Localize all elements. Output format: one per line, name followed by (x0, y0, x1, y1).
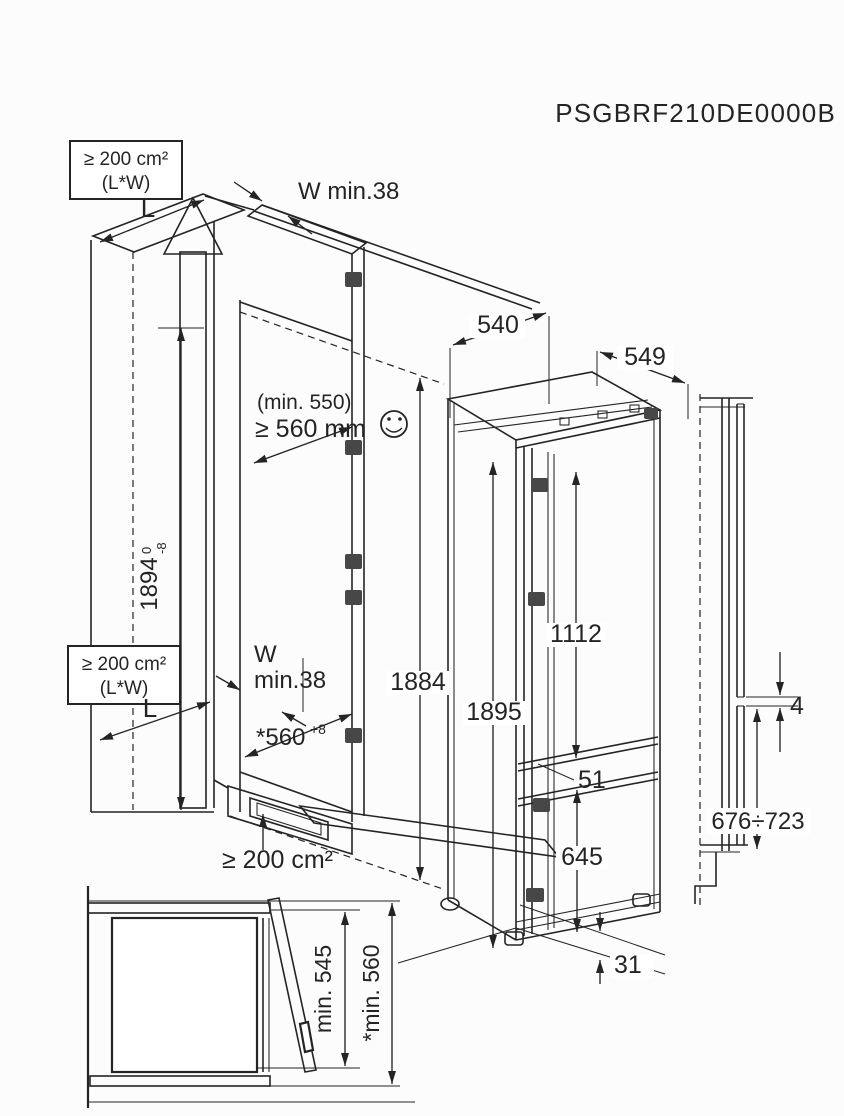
hinge-bracket-icon (345, 728, 362, 743)
dim-door-gap: 51 (537, 763, 606, 794)
vent-area-top-line2: (L*W) (102, 173, 151, 194)
niche-depth-label: ≥ 560 mm (255, 415, 366, 443)
dim-appliance-width: 540 (449, 311, 550, 418)
wall-thickness-mid-label-w: W (254, 641, 277, 668)
vent-area-top-line1: ≥ 200 cm² (84, 149, 168, 170)
dim-plan-depth-560: *min. 560 (358, 903, 396, 1084)
dim-wall-thickness-mid: W min.38 (215, 641, 326, 727)
dim-recess-height: 1884 (387, 378, 449, 880)
wall-profile-drawing (694, 394, 798, 906)
dim-wall-thickness-top: W min.38 (233, 178, 399, 235)
hinge-bracket-icon (345, 554, 362, 569)
panel-gap-label: 4 (790, 692, 804, 720)
appliance-width-label: 540 (477, 311, 519, 339)
vent-area-box-top (69, 140, 183, 200)
open-door-plan (267, 897, 317, 1073)
niche-width-label: *560 (256, 724, 305, 751)
vent-area-box-mid (67, 645, 181, 705)
lower-door-height-label: 645 (561, 843, 603, 871)
lower-panel-range-label: 676÷723 (711, 808, 804, 835)
dim-length-mid: L (99, 693, 211, 741)
ventilation-boxes: ≥ 200 cm² (L*W) ≥ 200 cm² (L*W) (67, 140, 183, 705)
appliance-body-plan (110, 916, 259, 1074)
vent-area-bottom-label: ≥ 200 cm² (222, 846, 333, 874)
door-gap-label: 51 (578, 766, 606, 794)
length-top-label: L (141, 193, 155, 223)
cabinet-wall-plan (89, 1075, 271, 1087)
dim-upper-door-height: 1112 (546, 472, 606, 758)
niche-height-tol-upper: 0 (139, 547, 154, 554)
niche-height-label: 1894 (136, 557, 163, 610)
wall-thickness-mid-label-min: min.38 (254, 667, 326, 694)
dim-appliance-height: 1895 (463, 462, 525, 948)
recess-height-label: 1884 (390, 668, 446, 696)
dim-appliance-depth: 549 (596, 343, 689, 419)
dim-lower-door-height: 645 (556, 790, 608, 932)
dim-panel-gap: 4 (776, 652, 804, 752)
plinth-vent-grille (249, 796, 329, 842)
vent-area-mid-line1: ≥ 200 cm² (82, 654, 166, 675)
dim-vent-area-bottom: ≥ 200 cm² (222, 814, 333, 874)
cabinet-niche-drawing (90, 193, 541, 890)
appliance-foot (504, 931, 524, 946)
top-view-drawing (86, 886, 415, 1108)
length-mid-label: L (143, 693, 157, 723)
niche-height-tol-lower: -8 (154, 542, 169, 554)
model-number: PSGBRF210DE0000B (555, 98, 836, 128)
hinge-bracket-icon (345, 590, 362, 605)
dim-base-height: 31 (596, 912, 654, 984)
dim-niche-depth: (min. 550) ≥ 560 mm (253, 391, 408, 464)
appliance-depth-label: 549 (624, 343, 666, 371)
cabinet-wall-plan (87, 902, 271, 914)
dim-plan-depth-545: min. 545 (310, 912, 349, 1066)
appliance-height-label: 1895 (466, 698, 522, 726)
wall-thickness-top-label: W min.38 (298, 178, 399, 205)
appliance-roller (440, 897, 460, 911)
top-hinge-icon (644, 408, 658, 419)
appliance-drawing (397, 371, 666, 975)
hinge-bracket-icon (345, 272, 362, 287)
appliance-foot (632, 893, 651, 907)
door-hinge-icon (526, 888, 544, 902)
base-height-label: 31 (614, 951, 642, 979)
niche-width-tolerance: +8 (310, 721, 326, 737)
smiley-icon (380, 410, 408, 438)
dim-niche-height: 1894 0 -8 (136, 327, 204, 810)
dimension-annotations: L W min.38 540 549 (min. 550) ≥ 560 (99, 178, 810, 1084)
door-handle-icon (298, 1020, 315, 1054)
dim-niche-width: *560 +8 (244, 713, 353, 758)
door-hinge-icon (528, 592, 545, 606)
dim-length-top: L (99, 193, 205, 243)
plan-depth-545-label: min. 545 (310, 945, 336, 1033)
vent-area-mid-line2: (L*W) (100, 678, 149, 699)
dim-lower-panel-range: 676÷723 (706, 709, 810, 849)
niche-depth-note-label: (min. 550) (257, 391, 352, 414)
door-hinge-icon (531, 478, 548, 492)
plan-depth-560-label: *min. 560 (358, 944, 384, 1041)
upper-door-height-label: 1112 (550, 620, 602, 648)
door-hinge-icon (533, 798, 550, 812)
